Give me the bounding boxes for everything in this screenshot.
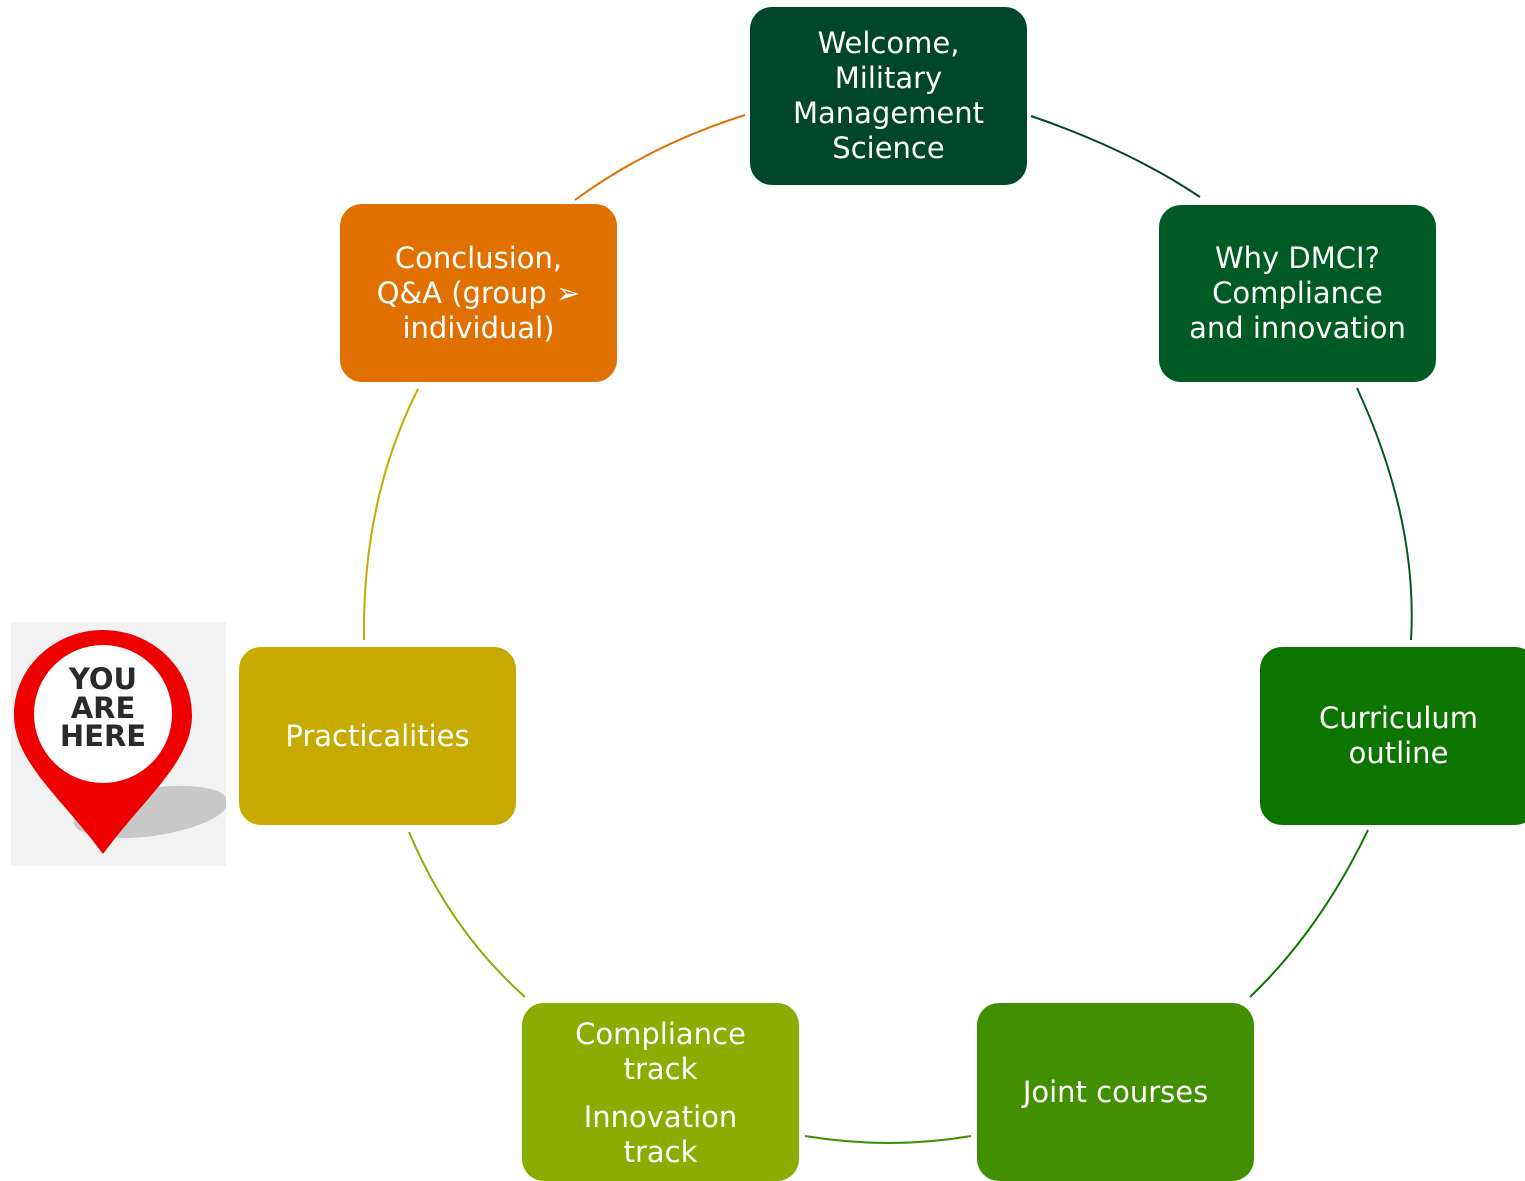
step-tracks-line-4: track: [623, 1135, 698, 1169]
step-why-dmci: Why DMCI? Compliance and innovation: [1159, 205, 1436, 382]
step-curriculum-line-1: Curriculum: [1318, 701, 1479, 735]
connector-curriculum-joint: [1249, 829, 1369, 998]
step-welcome: Welcome, Military Management Science: [750, 7, 1027, 185]
pin-center: [34, 645, 172, 783]
step-practicalities: Practicalities: [239, 647, 516, 825]
step-tracks-line-2: track: [623, 1052, 698, 1086]
you-are-here-pin-icon: YOU ARE HERE: [11, 622, 226, 866]
step-conclusion-line-1: Conclusion,: [394, 240, 563, 275]
step-curriculum-line-2: outline: [1348, 736, 1449, 770]
connector-tracks-practical: [408, 831, 526, 998]
step-welcome-line-3: Management: [792, 96, 985, 130]
step-tracks: Compliance track Innovation track: [522, 1003, 799, 1181]
connector-welcome-why: [1030, 115, 1201, 198]
step-tracks-line-3: Innovation: [583, 1100, 738, 1134]
connector-practical-conclusion: [362, 388, 419, 641]
pin-text-you: YOU: [68, 662, 137, 696]
step-conclusion-line-2: Q&A (group ➢: [376, 275, 581, 310]
connector-conclusion-welcome: [574, 114, 746, 201]
step-welcome-line-4: Science: [832, 131, 945, 165]
pin-text-are: ARE: [71, 691, 136, 725]
step-tracks-line-1: Compliance: [575, 1017, 746, 1051]
step-why-line-3: and innovation: [1189, 311, 1406, 345]
step-curriculum-outline: Curriculum outline: [1260, 647, 1525, 825]
step-conclusion: Conclusion, Q&A (group ➢ individual): [340, 204, 617, 382]
step-why-line-1: Why DMCI?: [1215, 241, 1380, 275]
step-joint-courses: Joint courses: [977, 1003, 1254, 1181]
step-why-line-2: Compliance: [1212, 276, 1383, 310]
step-joint-line-1: Joint courses: [1022, 1074, 1209, 1109]
step-welcome-line-2: Military: [834, 61, 943, 95]
connector-joint-tracks: [804, 1135, 972, 1144]
step-welcome-line-1: Welcome,: [817, 26, 960, 60]
connector-why-curriculum: [1356, 387, 1413, 641]
step-conclusion-line-3: individual): [402, 310, 555, 345]
step-practical-line-1: Practicalities: [285, 718, 470, 753]
pin-text-here: HERE: [60, 719, 146, 753]
